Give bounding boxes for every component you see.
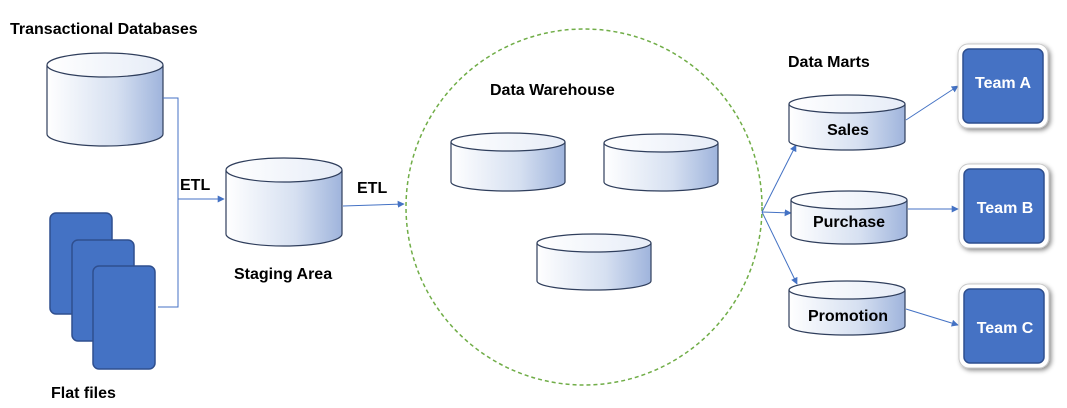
transactional-database-cylinder <box>46 52 164 147</box>
team-a-box <box>957 43 1049 129</box>
etl-right-label: ETL <box>357 180 387 197</box>
source-connector <box>158 97 225 308</box>
team-connectors <box>905 85 959 327</box>
team-b-box <box>958 163 1050 249</box>
warehouse-cylinder-2 <box>603 133 719 192</box>
mart-promotion-cylinder <box>788 280 906 336</box>
team-b-label: Team B <box>977 200 1034 217</box>
team-c-label: Team C <box>977 320 1034 337</box>
flat-files-icon <box>49 212 156 370</box>
warehouse-cylinder-1 <box>450 132 566 192</box>
mart-sales-label: Sales <box>827 122 869 139</box>
etl-arrow <box>342 200 405 208</box>
data-warehouse-boundary <box>405 28 763 386</box>
mart-promotion-label: Promotion <box>808 308 888 325</box>
team-a-label: Team A <box>975 75 1031 92</box>
staging-area-cylinder <box>225 157 343 247</box>
mart-connectors <box>761 144 798 285</box>
staging-area-label: Staging Area <box>234 266 332 283</box>
warehouse-cylinder-3 <box>536 233 652 291</box>
mart-sales-cylinder <box>788 94 906 151</box>
data-marts-label: Data Marts <box>788 54 870 71</box>
team-c-box <box>958 283 1050 369</box>
mart-purchase-cylinder <box>790 190 908 245</box>
flat-files-label: Flat files <box>51 385 116 402</box>
etl-left-label: ETL <box>180 177 210 194</box>
mart-purchase-label: Purchase <box>813 214 885 231</box>
data-warehouse-label: Data Warehouse <box>490 82 615 99</box>
transactional-databases-label: Transactional Databases <box>10 21 198 38</box>
